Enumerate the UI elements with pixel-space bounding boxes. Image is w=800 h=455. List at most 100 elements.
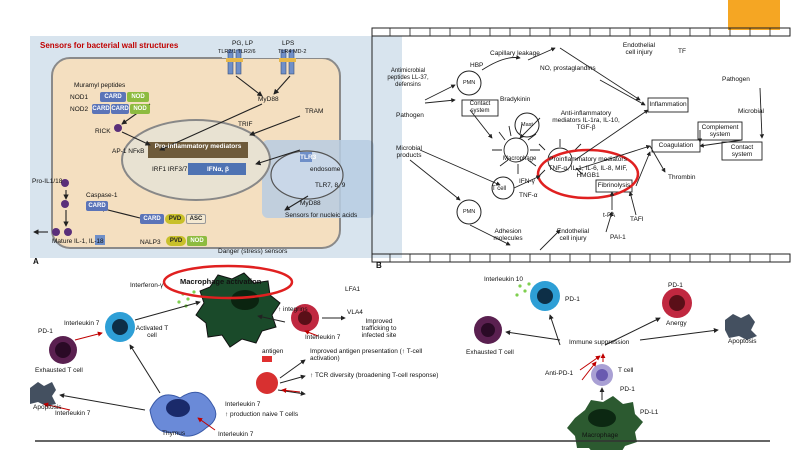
lfa1-label: LFA1 [345, 286, 361, 293]
tcr-diversity-label: ↑ TCR diversity (broadening T-cell respo… [310, 372, 439, 379]
integrins-label: ↑ integrins [278, 306, 308, 313]
bradykinin-label: Bradykinin [500, 96, 531, 103]
t-cell-b-label: T cell [492, 186, 507, 192]
card-domain-caspase: CARD [86, 201, 108, 211]
exhausted-t-cell-d-label: Exhausted T cell [466, 349, 514, 356]
anti-inflammatory-label: Anti-inflammatory mediators IL-1ra, IL-1… [552, 110, 620, 131]
pro-inflammatory-label: Pro-inflammatory mediators [154, 143, 242, 150]
apoptosis-d-label: Apoptosis [728, 338, 757, 345]
pg-lp-label: PG, LP [232, 40, 253, 47]
pro-il1-label: Pro-IL1/18 [32, 178, 63, 185]
panel-a-artwork [30, 36, 402, 258]
irf-label: IRF1 IRF3/7 [152, 166, 188, 173]
antigen-label: antigen [262, 348, 284, 355]
card-domain-nod1: CARD [100, 92, 126, 102]
il10-label: Interleukin 10 [484, 276, 524, 283]
card-domain-asc: CARD [140, 214, 164, 224]
ap1-nfkb-label: AP-1 NFκB [112, 148, 145, 155]
inflammation-label: Inflammation [649, 101, 687, 108]
pathogen-left-label: Pathogen [396, 112, 424, 119]
endothelial-injury-top-label: Endothelial cell injury [622, 42, 656, 56]
panel-b-letter: B [376, 261, 382, 270]
no-prostaglandins-label: NO, prostaglandins [540, 65, 596, 72]
ifn-gamma-label: IFN-γ [519, 178, 535, 185]
tlr21-26-label: TLR2/1 TLR2/6 [218, 49, 256, 55]
hbp-label: HBP [470, 62, 484, 69]
macrophage-activation-label: Macrophage activation [180, 277, 262, 286]
contact-system-left-label: Contact system [469, 101, 491, 114]
trif-label: TRIF [238, 121, 253, 128]
mature-il-label: Mature IL-1, IL-18 [52, 238, 104, 245]
complement-system-label: Complement system [701, 124, 739, 138]
panel-a-letter: A [33, 257, 39, 266]
card-domain-nod2a: CARD [92, 104, 110, 114]
t-cell-d-label: T cell [618, 367, 634, 374]
asc-domain: ASC [186, 214, 206, 224]
pvd-domain-asc: PVD [165, 214, 185, 224]
accent-orange-block [728, 0, 780, 30]
endothelial-injury-bottom-label: Endothelial cell injury [556, 228, 590, 242]
muramyl-label: Muramyl peptides [74, 82, 126, 89]
pd1-c-label: PD-1 [38, 328, 53, 335]
il7-left-label: Interleukin 7 [64, 320, 100, 327]
il7-top-label: Interleukin 7 [305, 334, 341, 341]
nucleic-sensor-label: Sensors for nucleic acids [285, 212, 358, 219]
pdl1-label: PD-L1 [640, 409, 659, 416]
anergy-label: Anergy [666, 320, 687, 327]
antimicrobial-label: Antimicrobial peptides LL-37, defensins [387, 68, 429, 88]
tpa-label: t-PA [603, 212, 616, 219]
anti-pd1-label: Anti-PD-1 [545, 370, 574, 377]
coagulation-label: Coagulation [658, 142, 694, 149]
tafi-label: TAFI [630, 216, 644, 223]
ifn-ab-label: IFNα, β [206, 166, 230, 173]
pathogen-right-label: Pathogen [722, 76, 750, 83]
card-domain-nod2b: CARD [111, 104, 129, 114]
pmn-top-label: PMN [463, 80, 476, 86]
nod-domain-nalp3: NOD [187, 236, 207, 246]
tf-label: TF [678, 48, 686, 55]
vla4-label: VLA4 [347, 309, 363, 316]
pvd-domain-nalp3: PVD [166, 236, 186, 246]
nod2-label: NOD2 [70, 106, 89, 113]
tlr3-label: TLR3 [300, 154, 317, 161]
improved-antigen-label: Improved antigen presentation (↑ T-cell … [310, 348, 423, 362]
mast-label: Mast [521, 122, 533, 128]
rick-label: RICK [95, 128, 111, 135]
il7-bottom-label: Interleukin 7 [218, 431, 254, 438]
thrombin-label: Thrombin [668, 174, 696, 181]
contact-system-right-label: Contact system [730, 144, 754, 158]
pro-mediators-list: TNF-α, IL-1, IL-6, IL-8, MIF, HMGB1 [548, 165, 628, 179]
apoptosis-c-label: Apoptosis [33, 404, 62, 411]
thymus-label: Thymus [162, 430, 186, 437]
nod-domain-nod2: NOD [130, 104, 150, 114]
nod-domain-nod1: NOD [127, 92, 149, 102]
pd1-top-d-label: PD-1 [565, 296, 580, 303]
tlr789-label: TLR7, 8, 9 [315, 182, 346, 189]
microbial-products-label: Microbial products [395, 145, 422, 159]
interferon-gamma-label: Interferon-γ [130, 282, 164, 289]
pai1-label: PAI-1 [610, 234, 626, 241]
myd88-label: MyD88 [258, 96, 279, 103]
il7-apoptosis-label: Interleukin 7 [55, 410, 91, 417]
nod1-label: NOD1 [70, 94, 89, 101]
microbial-right-label: Microbial [738, 108, 765, 115]
activated-t-cell-label: Activated T cell [135, 325, 169, 339]
il7-mid-label: Interleukin 7 [225, 401, 261, 408]
macrophage-d-label: Macrophage [582, 432, 619, 439]
capillary-leakage-label: Capillary leakage [490, 50, 540, 57]
tlr4-md2-label: TLR4 MD-2 [278, 49, 307, 55]
macrophage-b-label: Macrophage [503, 156, 537, 162]
tnf-alpha-label: TNF-α [519, 192, 538, 199]
exhausted-t-cell-c-label: Exhausted T cell [35, 367, 83, 374]
pd1-bottom-d-label: PD-1 [620, 386, 635, 393]
panel-c-artwork [30, 264, 346, 437]
pd1-right-d-label: PD-1 [668, 282, 683, 289]
caspase-label: Caspase-1 [86, 192, 118, 199]
lps-label: LPS [282, 40, 295, 47]
production-naive-label: ↑ production naive T cells [225, 411, 299, 418]
endosome-label: endosome [310, 166, 341, 173]
panel-b-artwork [371, 27, 791, 263]
pro-mediators-title: Proinflammatory mediators [549, 156, 627, 163]
